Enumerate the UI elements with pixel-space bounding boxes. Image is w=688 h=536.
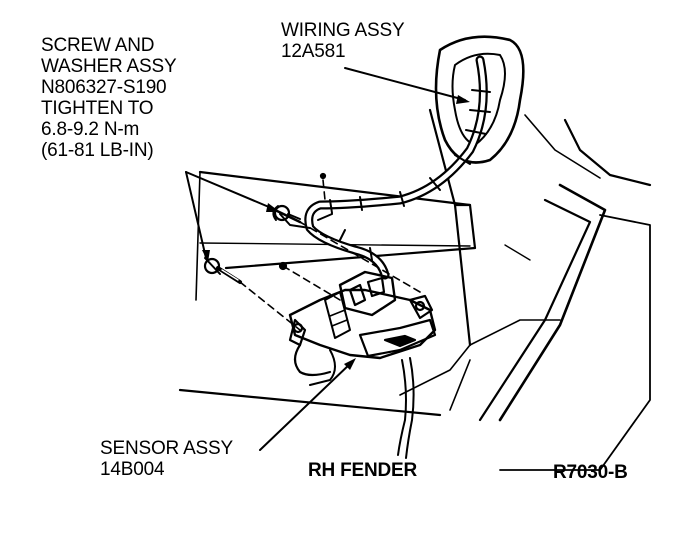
lower-screw bbox=[203, 257, 242, 284]
screw-leader-upper bbox=[185, 171, 277, 211]
callout-line: SENSOR ASSY bbox=[100, 438, 233, 459]
sensor-body bbox=[288, 288, 437, 386]
upper-screw bbox=[272, 204, 302, 224]
callout-line: TIGHTEN TO bbox=[41, 98, 154, 119]
callout-line: SCREW AND bbox=[41, 35, 155, 56]
wiring-assy-callout: WIRING ASSY 12A581 bbox=[281, 20, 405, 62]
callout-line: WASHER ASSY bbox=[41, 56, 177, 77]
location-label: RH FENDER bbox=[308, 460, 418, 481]
screw-leader-lower bbox=[185, 171, 207, 259]
wheelhouse-pillar bbox=[449, 183, 651, 471]
callout-line: 12A581 bbox=[281, 41, 346, 62]
grommet-opening bbox=[434, 35, 525, 164]
sensor-assy-callout: SENSOR ASSY 14B004 bbox=[100, 438, 233, 480]
fender-panel bbox=[178, 108, 652, 417]
screw-washer-callout: SCREW AND WASHER ASSY N806327-S190 TIGHT… bbox=[41, 35, 177, 161]
sensor-leader bbox=[259, 361, 353, 451]
wiring-leader bbox=[344, 67, 466, 101]
sensor-leads bbox=[397, 357, 415, 459]
connector bbox=[324, 270, 397, 339]
callout-line: WIRING ASSY bbox=[281, 20, 405, 41]
callout-line: 14B004 bbox=[100, 459, 165, 480]
wiring-harness bbox=[279, 55, 491, 280]
callout-line: (61-81 LB-IN) bbox=[41, 140, 154, 161]
figure-code: R7030-B bbox=[553, 462, 628, 483]
callout-line: 6.8-9.2 N-m bbox=[41, 119, 140, 140]
callout-line: N806327-S190 bbox=[41, 77, 167, 98]
